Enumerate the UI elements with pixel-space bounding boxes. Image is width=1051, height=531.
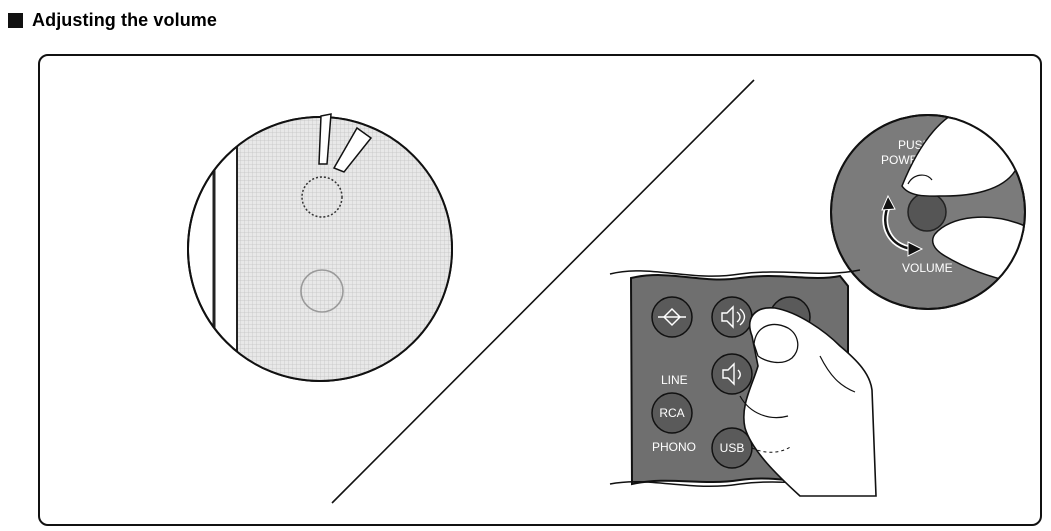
volume-down-icon (722, 362, 741, 386)
indicator-flash-icon (332, 126, 373, 173)
phono-label: PHONO (652, 440, 696, 454)
front-panel-closeup (187, 113, 453, 382)
remote-control: LINE RCA PHONO USB (609, 269, 877, 497)
panel-texture (237, 117, 452, 381)
fingernail (753, 323, 799, 364)
section-title: Adjusting the volume (32, 9, 218, 30)
usb-button-label: USB (720, 441, 745, 455)
black-square-icon (8, 12, 23, 28)
volume-down-button[interactable] (711, 353, 753, 395)
rotate-arrow-icon (884, 205, 913, 251)
remote-sensor (300, 269, 344, 313)
volume-up-icon (721, 305, 746, 329)
volume-up-button[interactable] (711, 296, 753, 338)
section-heading: Adjusting the volume (8, 8, 217, 32)
volume-illustration: PUSH POWER VOLUME (38, 54, 1042, 526)
rca-button-label: RCA (659, 406, 684, 420)
rca-button[interactable] (651, 392, 693, 434)
volume-knob (907, 192, 947, 232)
indicator-light (301, 176, 343, 218)
diagonal-divider (331, 79, 755, 504)
line-label: LINE (661, 373, 688, 387)
mute-icon (658, 307, 686, 327)
indicator-flash-icon (318, 113, 332, 165)
volume-knob-inset: PUSH POWER VOLUME (830, 114, 1026, 310)
illustration-canvas: PUSH POWER VOLUME (187, 79, 1026, 504)
volume-label: VOLUME (902, 261, 953, 275)
